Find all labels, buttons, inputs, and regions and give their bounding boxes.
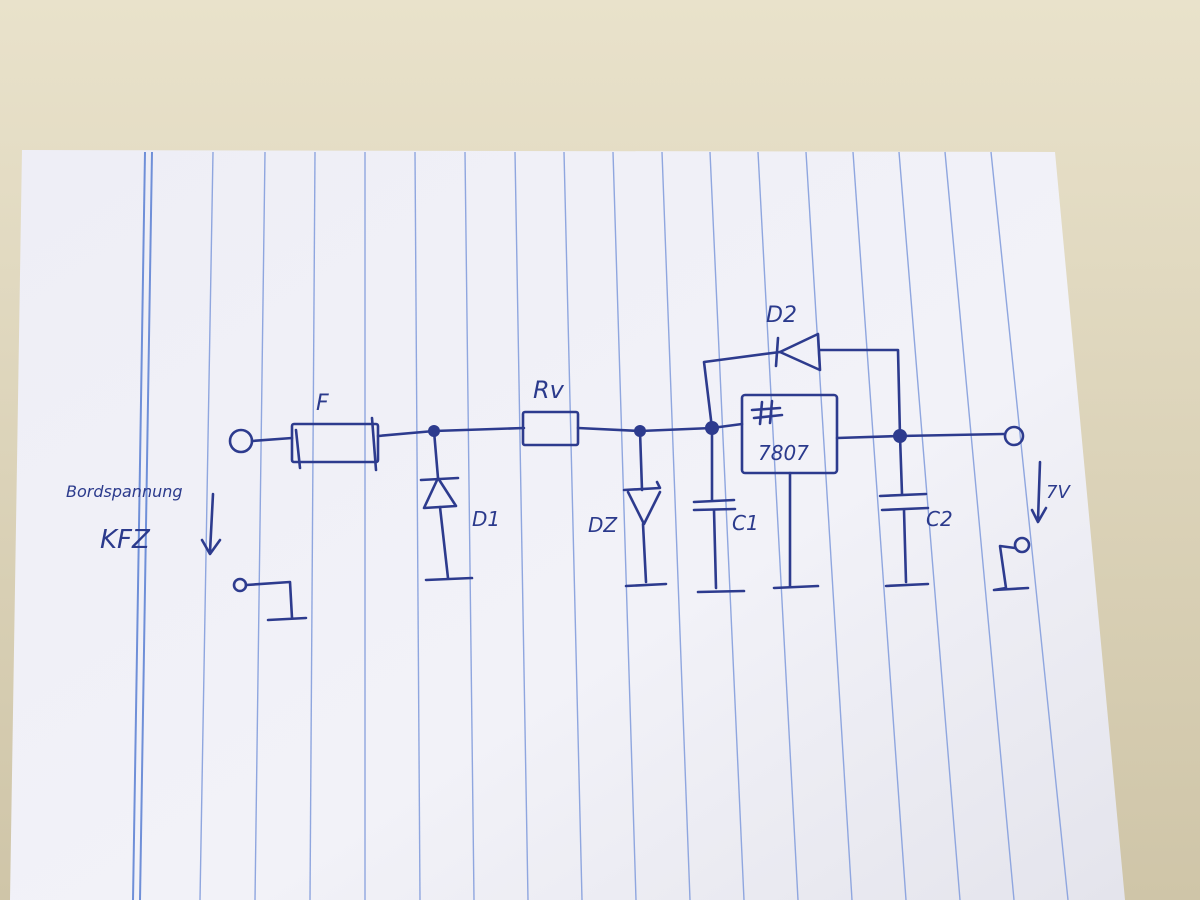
- resistor-rv-label: Rv: [533, 376, 565, 404]
- output-ground-terminal: [1013, 536, 1031, 554]
- wire: [992, 544, 1030, 592]
- wire: [376, 429, 436, 438]
- capacitor-c1-label: C1: [732, 511, 759, 535]
- wire: [576, 426, 642, 433]
- wire: [710, 422, 744, 430]
- wire: [250, 436, 294, 443]
- input-label-line2: KFZ: [100, 525, 151, 555]
- wire: [818, 348, 902, 438]
- wire: [702, 350, 782, 430]
- paper-margin-line: [132, 151, 153, 900]
- diode-d2: [774, 332, 822, 372]
- paper-sheet: [10, 150, 1125, 900]
- voltage-arrow: [1030, 460, 1048, 524]
- wire: [638, 426, 714, 433]
- capacitor-c2-label: C2: [926, 507, 953, 531]
- output-voltage-label: 7V: [1046, 482, 1071, 503]
- diode-d2-label: D2: [766, 303, 797, 328]
- zener-label: DZ: [588, 513, 618, 537]
- capacitor-c1: [692, 426, 746, 594]
- wire: [432, 426, 526, 433]
- input-label-line1: Bordspannung: [66, 482, 183, 501]
- wire: [835, 434, 902, 440]
- fuse-label: F: [316, 391, 329, 416]
- fuse: [290, 416, 380, 472]
- wire: [898, 432, 1006, 438]
- diode-d1: [419, 429, 474, 582]
- circuit-schematic: F D1 Rv DZ: [66, 303, 1071, 622]
- paper-ruling: [199, 151, 1069, 900]
- regulator-scribble: [750, 399, 784, 426]
- ground-symbol: [772, 584, 820, 590]
- diode-d1-label: D1: [472, 507, 500, 531]
- wire: [244, 580, 308, 622]
- zener-diode: [622, 429, 668, 588]
- output-terminal: [1003, 425, 1025, 447]
- regulator-label: 7807: [758, 441, 809, 465]
- capacitor-c2: [878, 434, 930, 588]
- voltage-arrow: [200, 492, 222, 556]
